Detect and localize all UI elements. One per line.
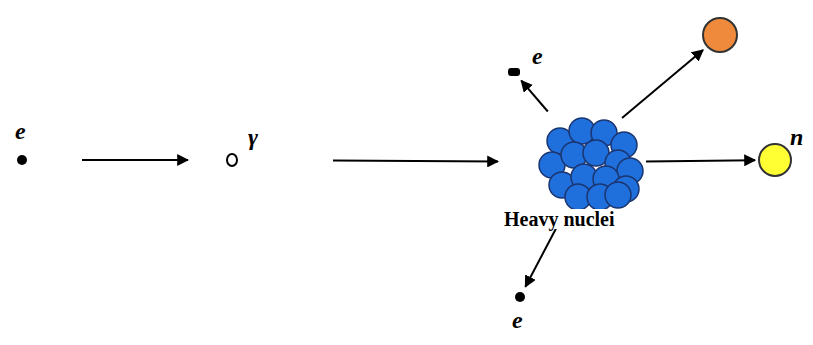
photon-node: γ	[226, 153, 238, 167]
particle-symbol: γ	[248, 125, 258, 149]
nucleus-node: Heavy nuclei	[538, 113, 644, 211]
particle-arrow	[333, 160, 498, 163]
particle-symbol: e	[532, 44, 543, 68]
emission-arrow	[622, 50, 703, 118]
electron-node: e	[515, 292, 525, 302]
particle-arrow	[646, 160, 755, 161]
particle-symbol: e	[512, 308, 523, 332]
nucleus-label: Heavy nuclei	[502, 209, 617, 229]
particle-arrow	[82, 159, 188, 161]
particle-symbol: n	[790, 125, 803, 149]
particle-arrow	[521, 81, 548, 112]
emitted-particle	[703, 18, 737, 52]
neutron-node: n	[758, 143, 792, 177]
electron-node: e	[508, 68, 520, 76]
particle-symbol: e	[15, 119, 26, 143]
electron-node: e	[17, 155, 27, 165]
nucleus-cluster	[538, 113, 644, 211]
